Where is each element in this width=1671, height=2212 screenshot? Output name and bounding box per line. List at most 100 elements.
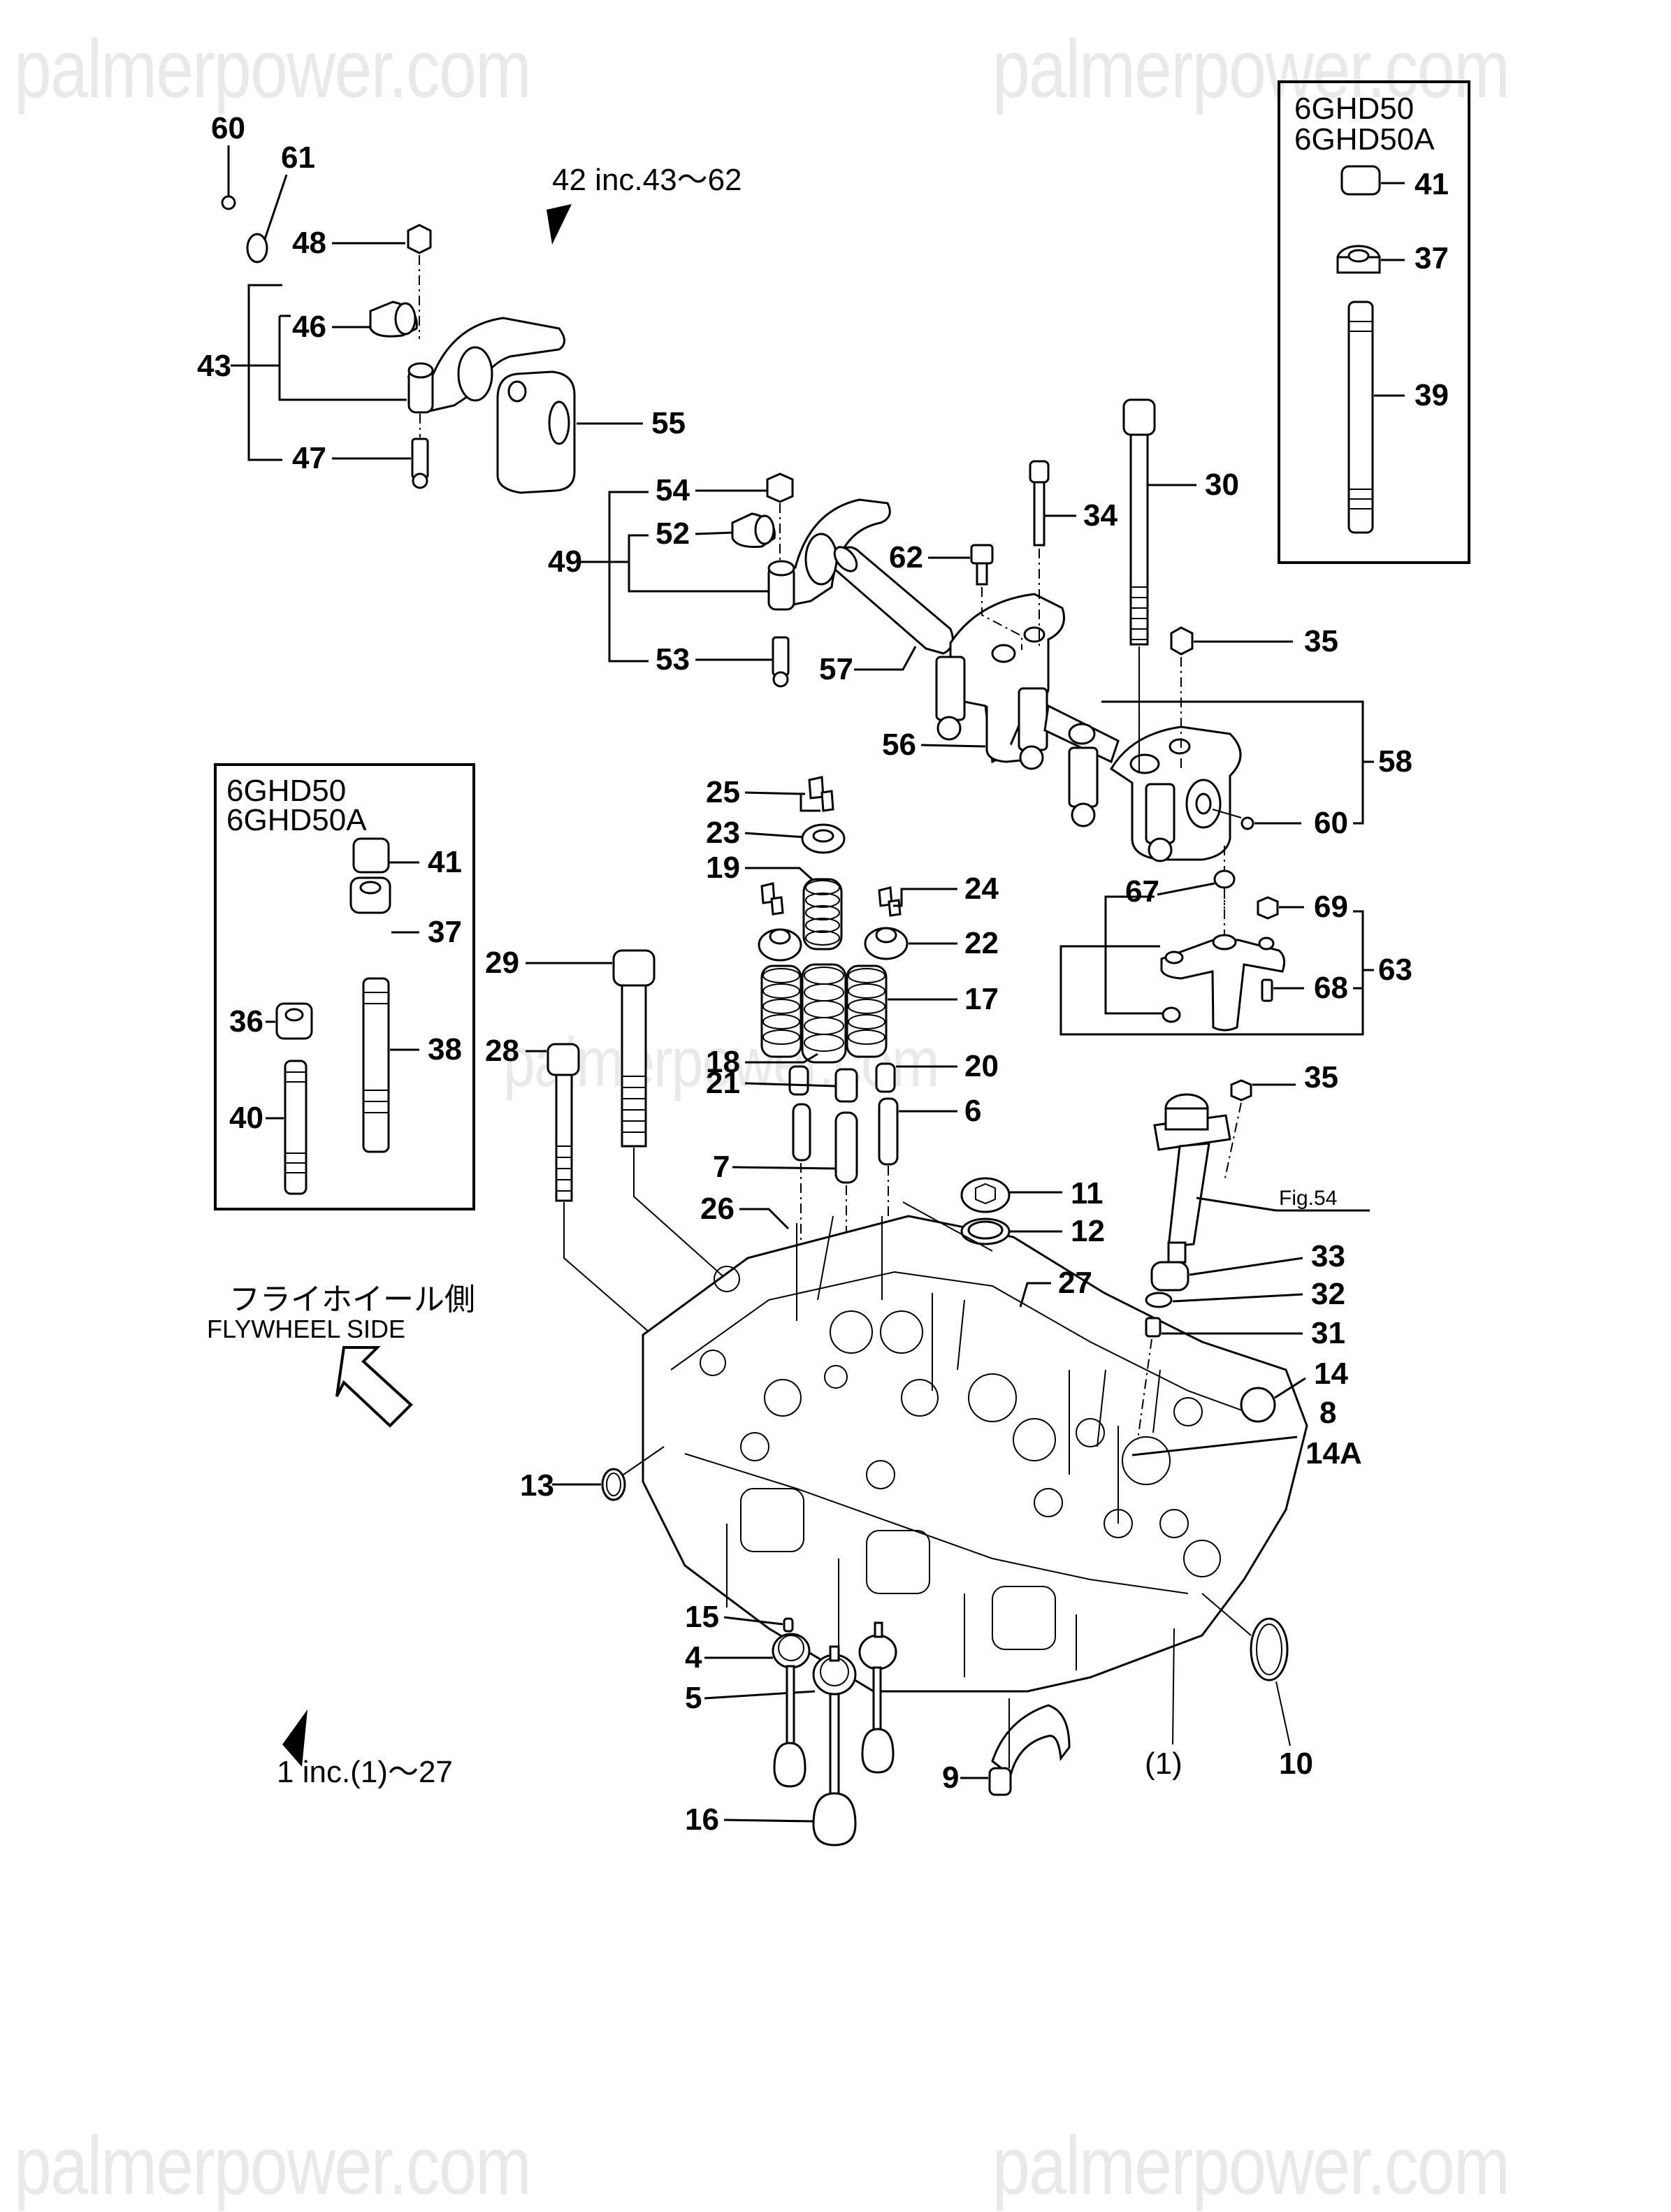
callout-20[interactable]: 20 <box>964 1049 999 1083</box>
locknut-part[interactable] <box>407 224 432 254</box>
valve-part[interactable] <box>812 1693 857 1846</box>
callout-15[interactable]: 15 <box>685 1600 719 1634</box>
callout-8[interactable]: 8 <box>1319 1396 1336 1430</box>
callout-30[interactable]: 30 <box>1205 468 1239 502</box>
callout-62[interactable]: 62 <box>889 540 923 574</box>
plug-part[interactable] <box>960 1177 1011 1213</box>
callout-21[interactable]: 21 <box>706 1066 740 1100</box>
callout-57[interactable]: 57 <box>819 652 853 686</box>
steel-ball-part[interactable] <box>221 195 236 210</box>
nut-part[interactable] <box>1170 626 1194 656</box>
callout-35[interactable]: 35 <box>1304 624 1338 658</box>
adjusting-screw-part[interactable] <box>772 636 790 677</box>
pipe-fitting-part[interactable] <box>988 1767 1012 1796</box>
callout-18[interactable]: 18 <box>706 1045 740 1079</box>
callout-12[interactable]: 12 <box>1071 1214 1105 1248</box>
callout-60[interactable]: 60 <box>1314 806 1348 840</box>
stud-bolt-part[interactable] <box>284 1060 308 1195</box>
callout-60[interactable]: 60 <box>211 111 245 145</box>
valve-guide-part[interactable] <box>878 1097 899 1166</box>
figure-reference-link[interactable]: Fig.54 <box>1279 1187 1337 1210</box>
callout-47[interactable]: 47 <box>292 441 326 475</box>
cap-nut-part[interactable] <box>1340 165 1381 196</box>
callout-55[interactable]: 55 <box>651 406 686 440</box>
nozzle-protector-part[interactable] <box>1150 1261 1189 1292</box>
stud-bolt-part[interactable] <box>362 977 390 1153</box>
valve-cap-part[interactable] <box>783 1617 794 1633</box>
head-bolt-part[interactable] <box>612 949 656 987</box>
callout-46[interactable]: 46 <box>292 310 326 344</box>
callout-32[interactable]: 32 <box>1311 1277 1345 1311</box>
callout-53[interactable]: 53 <box>656 642 690 677</box>
washer-part[interactable] <box>1145 1292 1173 1308</box>
plug-part[interactable] <box>1250 1617 1289 1682</box>
cap-part[interactable] <box>1213 869 1236 889</box>
steel-ball-part[interactable] <box>1240 816 1254 830</box>
callout-38[interactable]: 38 <box>428 1032 462 1067</box>
nut-part[interactable] <box>1230 1079 1252 1101</box>
callout-58[interactable]: 58 <box>1378 744 1412 779</box>
valve-spring-part[interactable] <box>801 963 847 1064</box>
cylinder-head-part[interactable] <box>642 1215 1308 1693</box>
callout-23[interactable]: 23 <box>706 816 740 850</box>
callout-28[interactable]: 28 <box>485 1034 519 1068</box>
callout-29[interactable]: 29 <box>485 946 519 980</box>
callout-54[interactable]: 54 <box>656 473 690 507</box>
callout-13[interactable]: 13 <box>520 1468 554 1503</box>
nozzle-seat-part[interactable] <box>1145 1317 1162 1338</box>
valve-bridge-part[interactable] <box>1160 939 1286 1032</box>
valve-stem-seal-part[interactable] <box>875 1062 896 1093</box>
locknut-part[interactable] <box>766 472 794 503</box>
callout-43[interactable]: 43 <box>197 349 231 383</box>
callout-16[interactable]: 16 <box>685 1802 719 1837</box>
valve-part[interactable] <box>861 1666 895 1774</box>
injection-nozzle-holder[interactable] <box>1153 1093 1231 1264</box>
callout-36[interactable]: 36 <box>229 1004 263 1039</box>
callout-6[interactable]: 6 <box>964 1094 981 1128</box>
callout-41[interactable]: 41 <box>428 845 462 879</box>
callout-68[interactable]: 68 <box>1314 971 1348 1005</box>
callout-63[interactable]: 63 <box>1378 953 1412 987</box>
callout-4[interactable]: 4 <box>685 1640 702 1675</box>
callout-9[interactable]: 9 <box>942 1761 959 1795</box>
valve-spring-part[interactable] <box>846 964 888 1058</box>
valve-spring-part[interactable] <box>760 964 802 1058</box>
adjusting-screw-part[interactable] <box>1261 978 1273 1002</box>
callout-69[interactable]: 69 <box>1314 890 1348 924</box>
callout-61[interactable]: 61 <box>281 140 315 175</box>
valve-part[interactable] <box>773 1665 806 1788</box>
callout-14A[interactable]: 14A <box>1305 1436 1362 1470</box>
callout-27[interactable]: 27 <box>1058 1266 1092 1300</box>
callout-25[interactable]: 25 <box>706 775 740 809</box>
valve-stem-seal-part[interactable] <box>834 1068 858 1103</box>
valve-stem-seal-part[interactable] <box>788 1065 809 1096</box>
callout-67[interactable]: 67 <box>1125 874 1159 909</box>
callout-49[interactable]: 49 <box>548 544 582 579</box>
callout-7[interactable]: 7 <box>713 1150 730 1184</box>
callout-37[interactable]: 37 <box>428 915 462 949</box>
callout-14[interactable]: 14 <box>1314 1357 1348 1391</box>
bolt-part[interactable] <box>1029 460 1050 484</box>
adjusting-screw-part[interactable] <box>411 438 429 479</box>
valve-spring-part[interactable] <box>802 878 843 950</box>
callout-33[interactable]: 33 <box>1311 1239 1345 1273</box>
pipe-part[interactable] <box>991 1704 1071 1777</box>
callout-56[interactable]: 56 <box>882 728 916 762</box>
callout-34[interactable]: 34 <box>1083 498 1117 533</box>
callout-40[interactable]: 40 <box>229 1101 263 1135</box>
callout-41[interactable]: 41 <box>1415 167 1449 201</box>
callout-5[interactable]: 5 <box>685 1681 702 1715</box>
callout-48[interactable]: 48 <box>292 226 326 260</box>
valve-guide-part[interactable] <box>792 1103 811 1162</box>
callout-19[interactable]: 19 <box>706 851 740 885</box>
callout-10[interactable]: 10 <box>1279 1747 1313 1781</box>
head-bolt-part[interactable] <box>547 1043 580 1076</box>
cap-nut-part[interactable] <box>352 837 390 874</box>
callout-22[interactable]: 22 <box>964 926 999 960</box>
callout-39[interactable]: 39 <box>1415 378 1449 412</box>
head-bolt-part[interactable] <box>1122 398 1156 436</box>
valve-guide-part[interactable] <box>834 1111 858 1184</box>
callout-52[interactable]: 52 <box>656 516 690 551</box>
callout-35[interactable]: 35 <box>1304 1060 1338 1094</box>
plug-part[interactable] <box>1240 1387 1276 1423</box>
